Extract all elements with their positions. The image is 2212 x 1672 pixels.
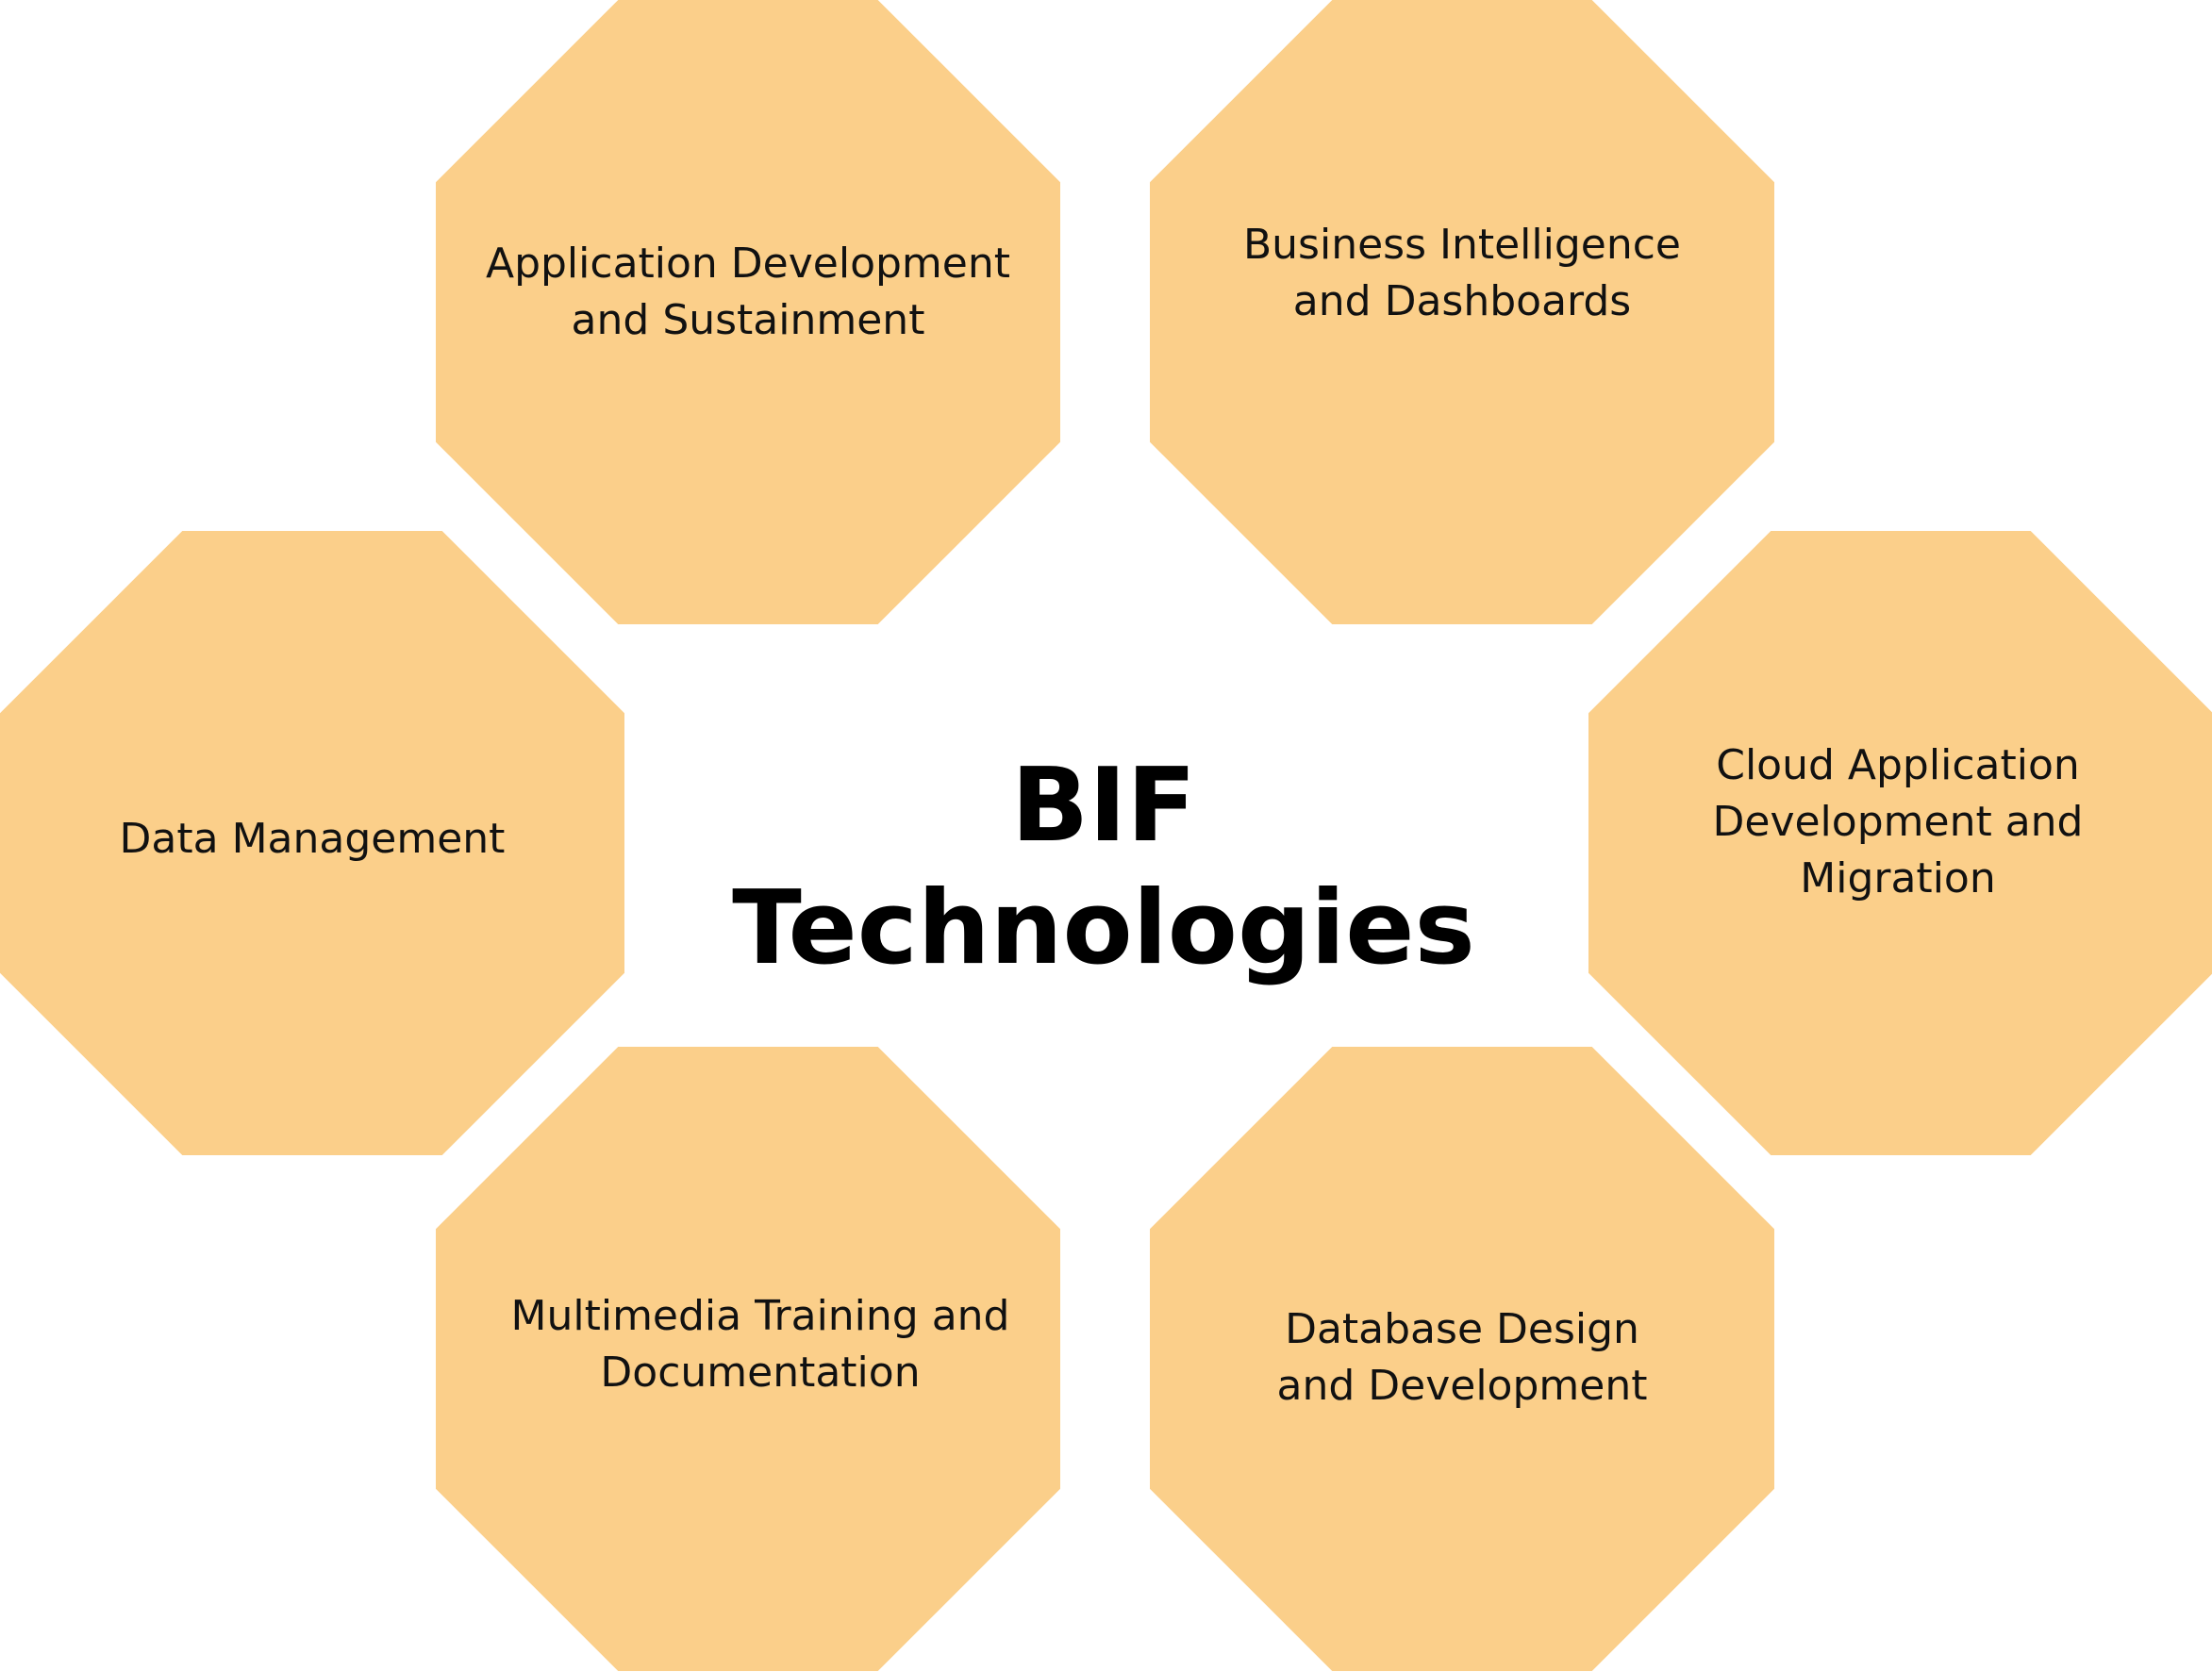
- node-application-development: [436, 0, 1060, 624]
- node-label-application-development: Application Development and Sustainment: [485, 240, 1011, 344]
- node-data-management: [0, 531, 624, 1155]
- node-label-multimedia-training: Multimedia Training and Documentation: [510, 1292, 1010, 1397]
- node-business-intelligence: [1150, 0, 1774, 624]
- node-multimedia-training: [436, 1047, 1060, 1671]
- diagram-title: BIF Technologies: [732, 747, 1475, 987]
- node-label-database-design: Database Design and Development: [1276, 1305, 1648, 1410]
- node-label-cloud-application: Cloud Application Development and Migrat…: [1712, 741, 2084, 902]
- node-label-data-management: Data Management: [119, 815, 506, 863]
- node-database-design: [1150, 1047, 1774, 1671]
- node-cloud-application: [1588, 531, 2212, 1155]
- node-label-business-intelligence: Business Intelligence and Dashboards: [1242, 221, 1682, 325]
